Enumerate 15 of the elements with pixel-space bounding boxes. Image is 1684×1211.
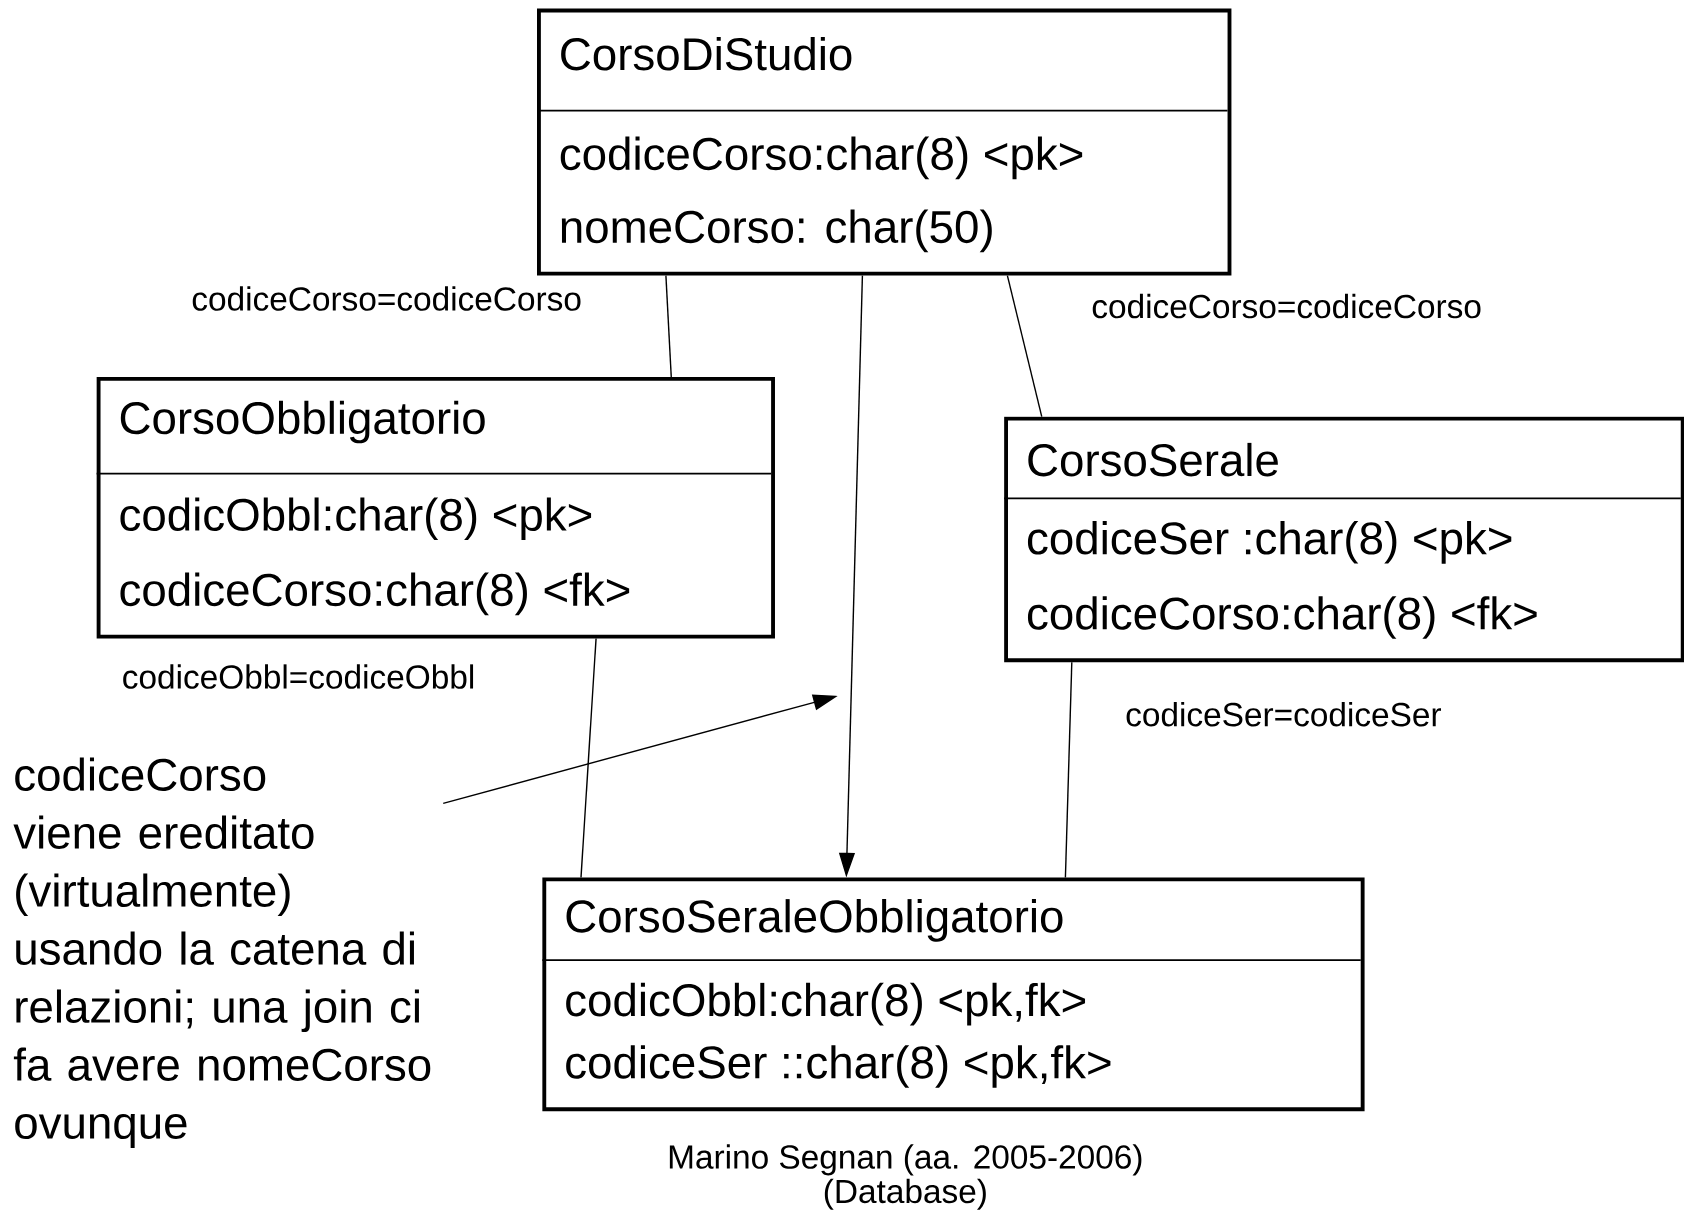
- connector: [1064, 661, 1073, 879]
- class-box: CorsoObbligatorio codicObbl:char(8) <pk> codiceCorso:char(8) <fk>: [95, 376, 775, 639]
- class-box: CorsoSeraleObbligatorio codicObbl:char(8) <pk,fk> codiceSer ::char(8) <pk,fk>: [541, 877, 1365, 1112]
- class-box: CorsoDiStudio codiceCorso:char(8) <pk> nomeCorso: char(50): [536, 8, 1232, 276]
- edge-label: codiceObbl=codiceObbl: [120, 662, 478, 691]
- note-text: codiceCorso viene ereditato (virtualmente) usando la catena di relazioni; una join ci fa avere nomeCorso ovunque: [13, 757, 431, 1149]
- connector: [665, 274, 672, 378]
- edge-label: codiceCorso=codiceCorso: [189, 284, 584, 313]
- connector: [1006, 274, 1043, 418]
- footer-text: Marino Segnan (aa. 2005-2006): [669, 1144, 1142, 1176]
- edge-label: codiceSer=codiceSer: [1123, 700, 1444, 729]
- footer-text: (Database): [824, 1178, 986, 1210]
- edge-label: codiceCorso=codiceCorso: [1089, 292, 1484, 321]
- connector: [580, 637, 597, 879]
- class-box: CorsoSerale codiceSer :char(8) <pk> codiceCorso:char(8) <fk>: [1003, 416, 1684, 663]
